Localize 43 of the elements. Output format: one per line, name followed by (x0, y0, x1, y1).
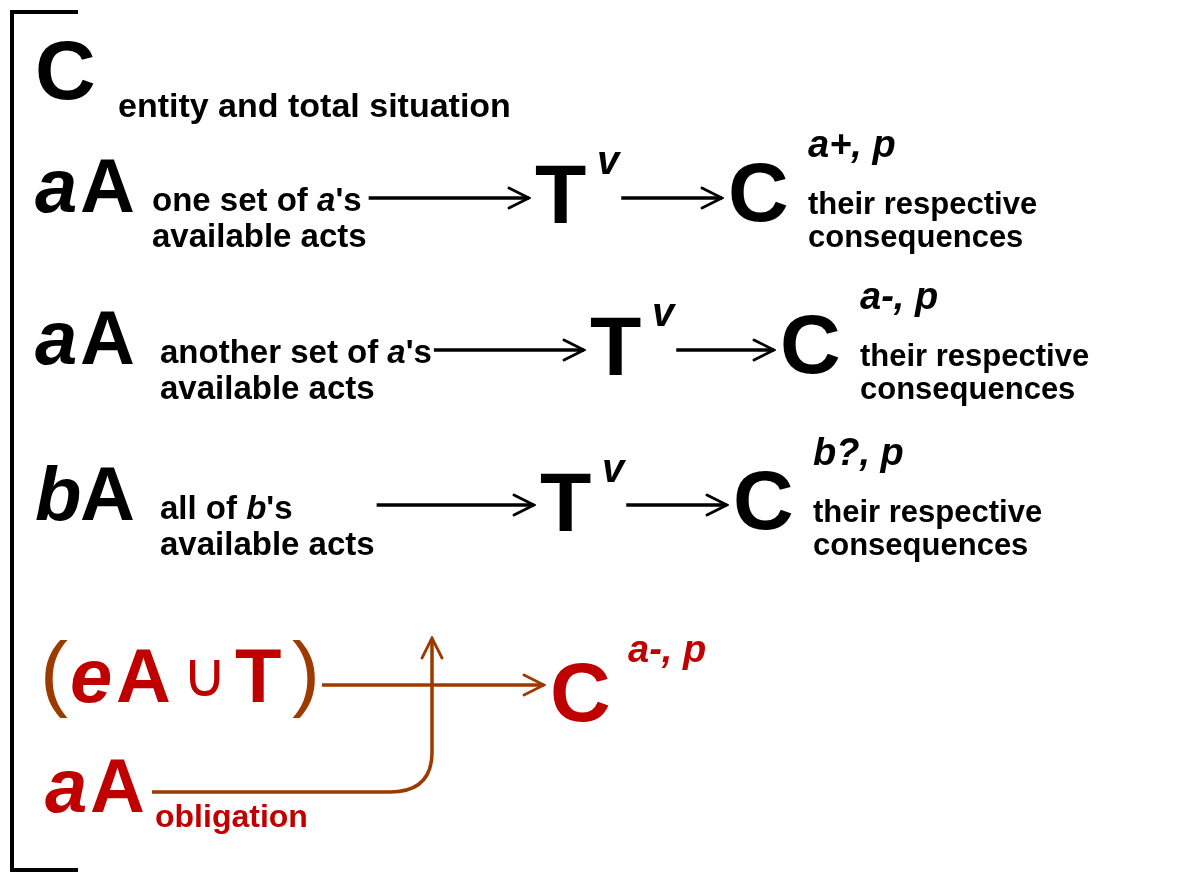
description: their respective consequences (813, 495, 1044, 562)
symbol: T (535, 152, 587, 236)
arrow (322, 673, 546, 697)
symbol: C (728, 150, 789, 234)
description: one set of a's available acts (152, 182, 368, 254)
symbol: A (80, 456, 135, 532)
symbol: A (80, 300, 135, 376)
superscript: a+, p (808, 125, 896, 163)
symbol: A (116, 638, 171, 714)
arrow (626, 493, 729, 517)
symbol: T (540, 460, 592, 544)
superscript: b?, p (813, 433, 904, 471)
description: another set of a's available acts (160, 334, 433, 406)
superscript: a-, p (628, 630, 707, 668)
arrow (433, 338, 586, 362)
symbol: e (70, 638, 113, 714)
description: all of b's available acts (160, 490, 376, 562)
symbol: C (550, 650, 611, 734)
superscript: v (597, 140, 620, 180)
description: their respective consequences (808, 187, 1039, 254)
description: their respective consequences (860, 339, 1091, 406)
superscript: v (602, 448, 625, 488)
union-symbol: ∪ (182, 644, 227, 706)
symbol: A (80, 148, 135, 224)
symbol: a (35, 148, 78, 224)
arrow (621, 186, 724, 210)
arrow (152, 636, 444, 794)
symbol: A (90, 748, 145, 824)
arrow (676, 338, 776, 362)
symbol: C (733, 458, 794, 542)
symbol: C (780, 302, 841, 386)
arrow (368, 186, 531, 210)
symbol: b (35, 456, 82, 532)
symbol: T (235, 638, 282, 714)
subscript: obligation (155, 800, 308, 832)
subscript: entity and total situation (118, 88, 511, 122)
superscript: v (652, 292, 675, 332)
arrow (376, 493, 536, 517)
symbol: T (590, 304, 642, 388)
superscript: a-, p (860, 277, 939, 315)
symbol: C (35, 28, 96, 112)
symbol: a (35, 300, 78, 376)
symbol: a (45, 748, 88, 824)
